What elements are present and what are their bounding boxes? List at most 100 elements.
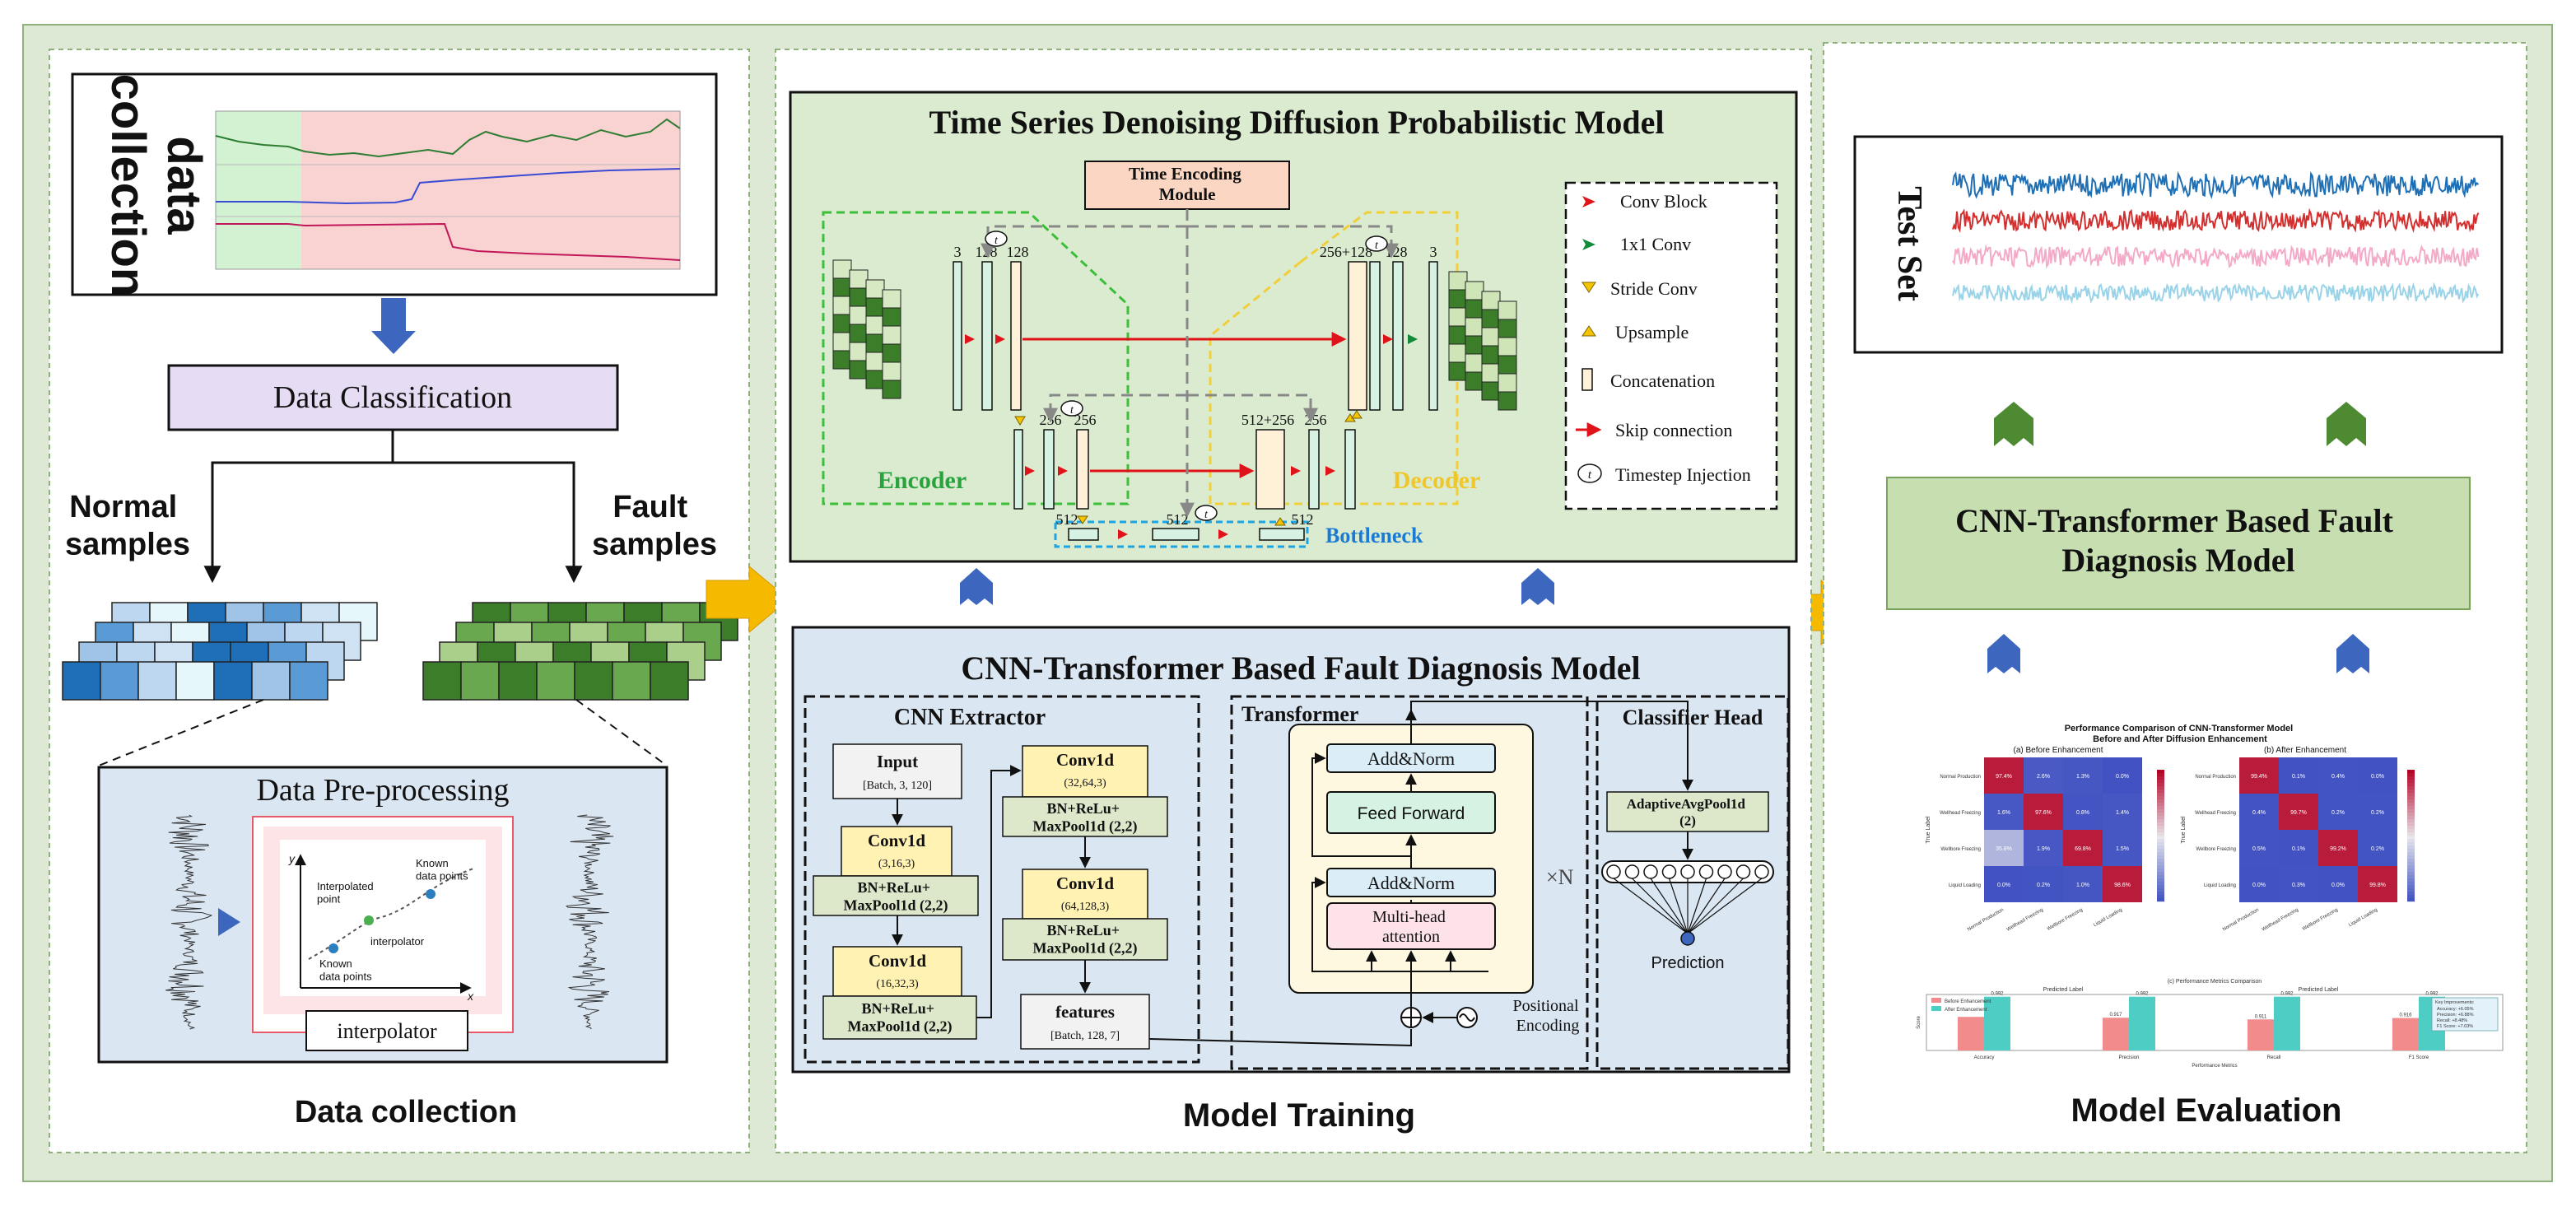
interpolated-point [364,915,374,925]
label-line-2: collection [101,74,155,297]
colorbar-segment [2157,898,2164,902]
heatmap-cell [2024,757,2063,794]
upsample-icon [1581,325,1596,337]
stack-cell [865,370,885,389]
heatmap-value: 98.6% [2114,883,2131,888]
adaptive-pool-block [1606,791,1769,832]
stack-cell [1465,353,1484,373]
metric-category-label: Accuracy [1974,1055,1995,1060]
addnorm-bottom-label: Add&Norm [1367,873,1455,893]
stack-cell [832,332,852,352]
colorbar-segment [2157,872,2164,876]
stack-cell [832,314,852,333]
colorbar-segment [2157,776,2164,780]
heatmap-cell [2318,830,2358,866]
heatmap-row-label: Wellhead Freezing [2195,811,2236,816]
sample-cell [137,661,177,701]
classifier-edge [1613,878,1689,934]
stack-cell [882,361,901,381]
stack-cell [1498,391,1517,411]
bn3-label: BN+ReLu+ MaxPool1d (2,2) [1033,800,1138,836]
stack-cell [1481,309,1501,328]
ddpm-legend-box [1564,181,1778,510]
heatmap-cell [2063,794,2103,830]
colorbar-segment [2157,865,2164,869]
colorbar-segment [2157,882,2164,886]
heatmap-value: 0.2% [2371,846,2384,852]
metrics-x-axis-label: Performance Metrics [2192,1064,2237,1069]
colorbar-segment [2407,839,2415,843]
colorbar-segment [2157,773,2164,777]
test-set-box [1853,135,2504,354]
colorbar-segment [2407,832,2415,836]
sensor-chart-green-region [216,111,301,269]
heatmap-value: 97.6% [2035,810,2052,816]
conv1-params: (3,16,3) [878,858,915,870]
bn1-block [813,875,979,916]
label-line-2: samples [592,528,717,562]
metric-category-label: Precision [2119,1055,2140,1060]
colorbar-segment [2407,888,2415,892]
stack-cell [1448,325,1468,345]
metric-value-before: 0.911 [2255,1014,2267,1019]
colorbar-segment [2407,898,2415,902]
bn4-block [1002,918,1168,961]
svg-text:t: t [1070,404,1074,417]
colorbar-segment [2407,845,2415,850]
heatmap-value: 1.4% [2116,810,2129,816]
timestep-symbol-enc1: t [985,231,1008,247]
svg-text:Concatenation: Concatenation [1610,370,1715,391]
classifier-edge [1687,878,1744,934]
stack-cell [865,333,885,353]
stack-cell [1481,381,1501,401]
sample-cell [574,661,613,701]
svg-text:Upsample: Upsample [1615,322,1689,342]
stack-cell [849,342,869,361]
dec1-label-c: 3 [1430,244,1437,260]
test-signals [1952,170,2480,305]
heatmap-value: 1.6% [1997,810,2010,816]
stack-cell [1465,371,1484,391]
conv3-label: Conv1d [1056,750,1114,770]
stack-cell [882,380,901,399]
metric-value-after: 0.992 [1991,992,2004,997]
improvement-item: Precision: +6.88% [2437,1013,2474,1018]
conv3-block [1022,745,1148,798]
svg-text:t: t [995,235,999,247]
heatmap-value: 0.1% [2292,846,2305,852]
svg-text:t: t [1204,509,1209,521]
dec2-bar-c [1344,429,1356,510]
arrow-test-to-model-left [1994,402,2033,446]
colorbar-segment [2407,882,2415,886]
colorbar-segment [2157,836,2164,840]
colorbar-segment [2157,803,2164,807]
colorbar-segment [2407,789,2415,794]
stack-cell [882,307,901,327]
cnn-transformer-title: CNN-Transformer Based Fault Diagnosis Mo… [961,650,1640,687]
classifier-node [1698,864,1714,879]
classifier-edge [1687,878,1763,934]
classifier-edge [1632,878,1689,934]
sample-cell [251,661,291,701]
heatmap-value: 35.8% [1996,846,2012,852]
conv4-block [1022,869,1148,920]
classifier-node [1624,864,1640,879]
stack-cell [1481,327,1501,347]
bottleneck-label: Bottleneck [1325,524,1423,547]
heatmap-row-label: Normal Production [2195,775,2236,780]
heatmap-value: 1.3% [2076,774,2089,780]
interpolator-box-label: interpolator [337,1019,437,1043]
ddpm-title: Time Series Denoising Diffusion Probabil… [929,104,1665,141]
colorbar-segment [2157,862,2164,866]
evaluation-model-box [1886,477,2471,610]
dec1-bar-b [1369,261,1381,411]
colorbar-segment [2407,816,2415,820]
colorbar-segment [2407,872,2415,876]
metrics-y-axis-label: Score [1917,1016,1922,1029]
predicted-label-axis: Predicted Label [2299,987,2339,993]
true-label-axis: True Label [2181,816,2187,844]
sensor-line-3 [216,222,681,261]
heatmap-value: 0.8% [2076,810,2089,816]
colorbar-segment [2407,773,2415,777]
